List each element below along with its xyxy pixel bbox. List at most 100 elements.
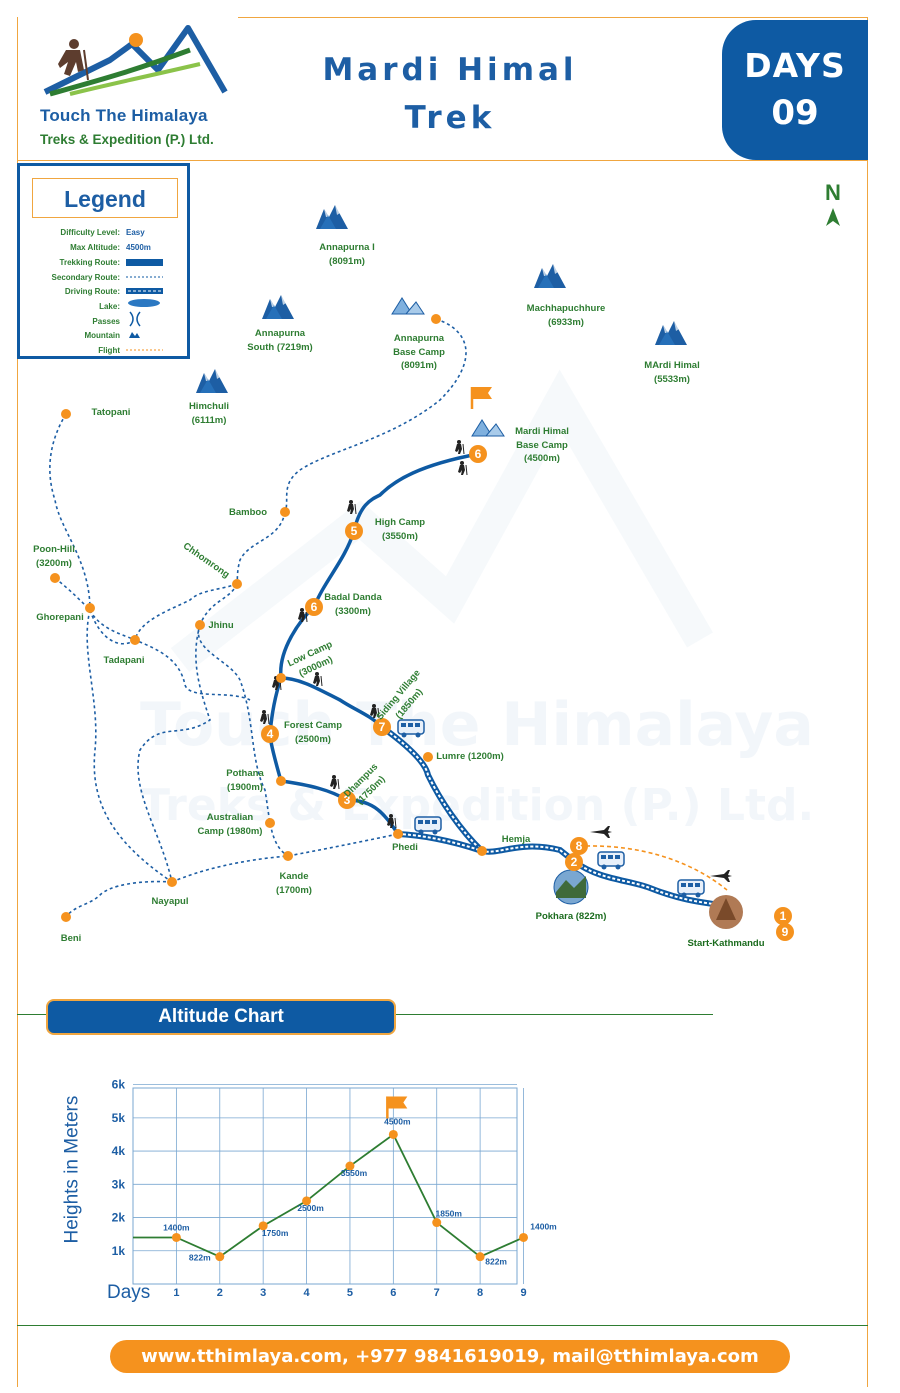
header-bottom-line [17,160,868,161]
day-marker: 5 [351,524,358,538]
day-marker: 9 [782,925,789,939]
y-tick-label: 2k [112,1211,126,1225]
legend-label: Flight [98,346,120,355]
legend-label: Difficulty Level: [60,228,120,237]
north-arrow-icon [826,208,840,226]
x-tick-label: 2 [217,1287,223,1299]
footer-divider [17,1325,868,1326]
altitude-point [432,1218,442,1228]
legend-label: Secondary Route: [51,273,120,282]
x-tick-label: 5 [347,1287,353,1299]
mountain-label: Machhapuchhure(6933m) [526,303,606,328]
place-label: Beni [60,933,82,944]
watermark-mountain [170,369,713,672]
summit-flag-icon [386,1095,409,1120]
x-tick-label: 4 [303,1287,310,1299]
y-tick-label: 1k [112,1244,126,1258]
altitude-label: 1400m [163,1222,190,1232]
place-label: Tadapani [103,655,145,666]
legend-box: Legend Difficulty Level: Easy Max Altitu… [17,163,190,359]
page-title: Mardi Himal [322,52,578,88]
y-tick-label: 4k [112,1144,126,1158]
day-marker: 3 [344,793,351,807]
altitude-label: 1850m [435,1209,462,1219]
page-frame [17,17,868,1387]
lake-icon [128,299,160,307]
x-tick-label: 1 [173,1287,179,1299]
chart-grid [132,1084,524,1285]
altitude-point [475,1252,485,1262]
days-label: DAYS [744,46,846,85]
secondary-routes [49,318,467,918]
mountain-label: Annapurna I(8091m) [319,242,375,267]
altitude-point [519,1232,529,1242]
trekking-route-swatch [126,259,163,266]
watermark-text: Touch The Himalaya [140,690,814,760]
altitude-label: 822m [189,1253,211,1263]
place-label: Lumre (1200m) [436,751,504,762]
trekking-route [268,452,480,836]
altitude-label: 1750m [262,1228,289,1238]
altitude-points: 1400m822m1750m2500m3550m4500m1850m822m14… [163,1116,557,1266]
legend-label: Trekking Route: [59,258,120,267]
place-label: Kande(1700m) [276,871,312,896]
place-label: Pokhara (822m) [535,911,607,922]
day-marker: 7 [379,720,386,734]
day-markers: 2 3 4 5 6 6 7 8 1 9 [261,445,794,941]
y-tick-label: 5k [112,1111,126,1125]
altitude-label: 4500m [384,1116,411,1126]
place-label: Nayapul [151,896,189,907]
altitude-point [258,1221,268,1231]
legend-value: 4500m [126,243,151,252]
altitude-point [388,1129,398,1139]
mountain-label: MArdi Himal(5533m) [644,360,700,385]
place-label: Badal Danda(3300m) [324,592,382,617]
place-label: Bamboo [229,507,267,518]
driving-route [380,724,721,908]
altitude-label: 3550m [341,1168,368,1178]
place-label: Pothana(1900m) [226,768,264,793]
company-name: Touch The Himalaya [40,106,208,125]
north-label: N [825,180,841,205]
contact-footer: www.tthimlaya.com, +977 9841619019, mail… [110,1340,790,1373]
company-logo [43,25,228,97]
altitude-line [133,1133,524,1258]
day-marker: 6 [311,600,318,614]
mountain-icon [129,332,140,338]
altitude-point [215,1252,225,1262]
place-label: Tatopani [91,407,131,418]
pass-icon [129,311,141,327]
legend-label: Passes [92,317,120,326]
page-title-line2: Trek [404,100,496,136]
days-value: 09 [771,93,819,133]
y-tick-label: 3k [112,1177,126,1191]
legend-label: Driving Route: [64,287,120,296]
x-tick-label: 7 [434,1287,440,1299]
compass: N [822,180,844,232]
altitude-point [302,1196,312,1206]
altitude-point [345,1161,355,1171]
legend-label: Max Altitude: [70,243,120,252]
x-tick-label: 9 [520,1287,526,1299]
place-label: Start-Kathmandu [687,938,765,949]
mountain-label: Himchuli(6111m) [188,401,230,426]
altitude-label: 1400m [530,1221,557,1231]
place-label: Ghorepani [36,612,84,623]
altitude-label: 822m [485,1257,507,1267]
watermark-sub: Treks & Expedition (P.) Ltd. [140,780,815,831]
legend-symbols [126,259,163,351]
day-marker: 2 [571,855,578,869]
place-label: Poon-Hill(3200m) [33,544,75,569]
header-top-line [238,17,868,18]
legend-title: Legend [32,178,178,218]
x-tick-label: 3 [260,1287,266,1299]
day-marker: 1 [780,909,787,923]
flight-route [585,845,728,891]
